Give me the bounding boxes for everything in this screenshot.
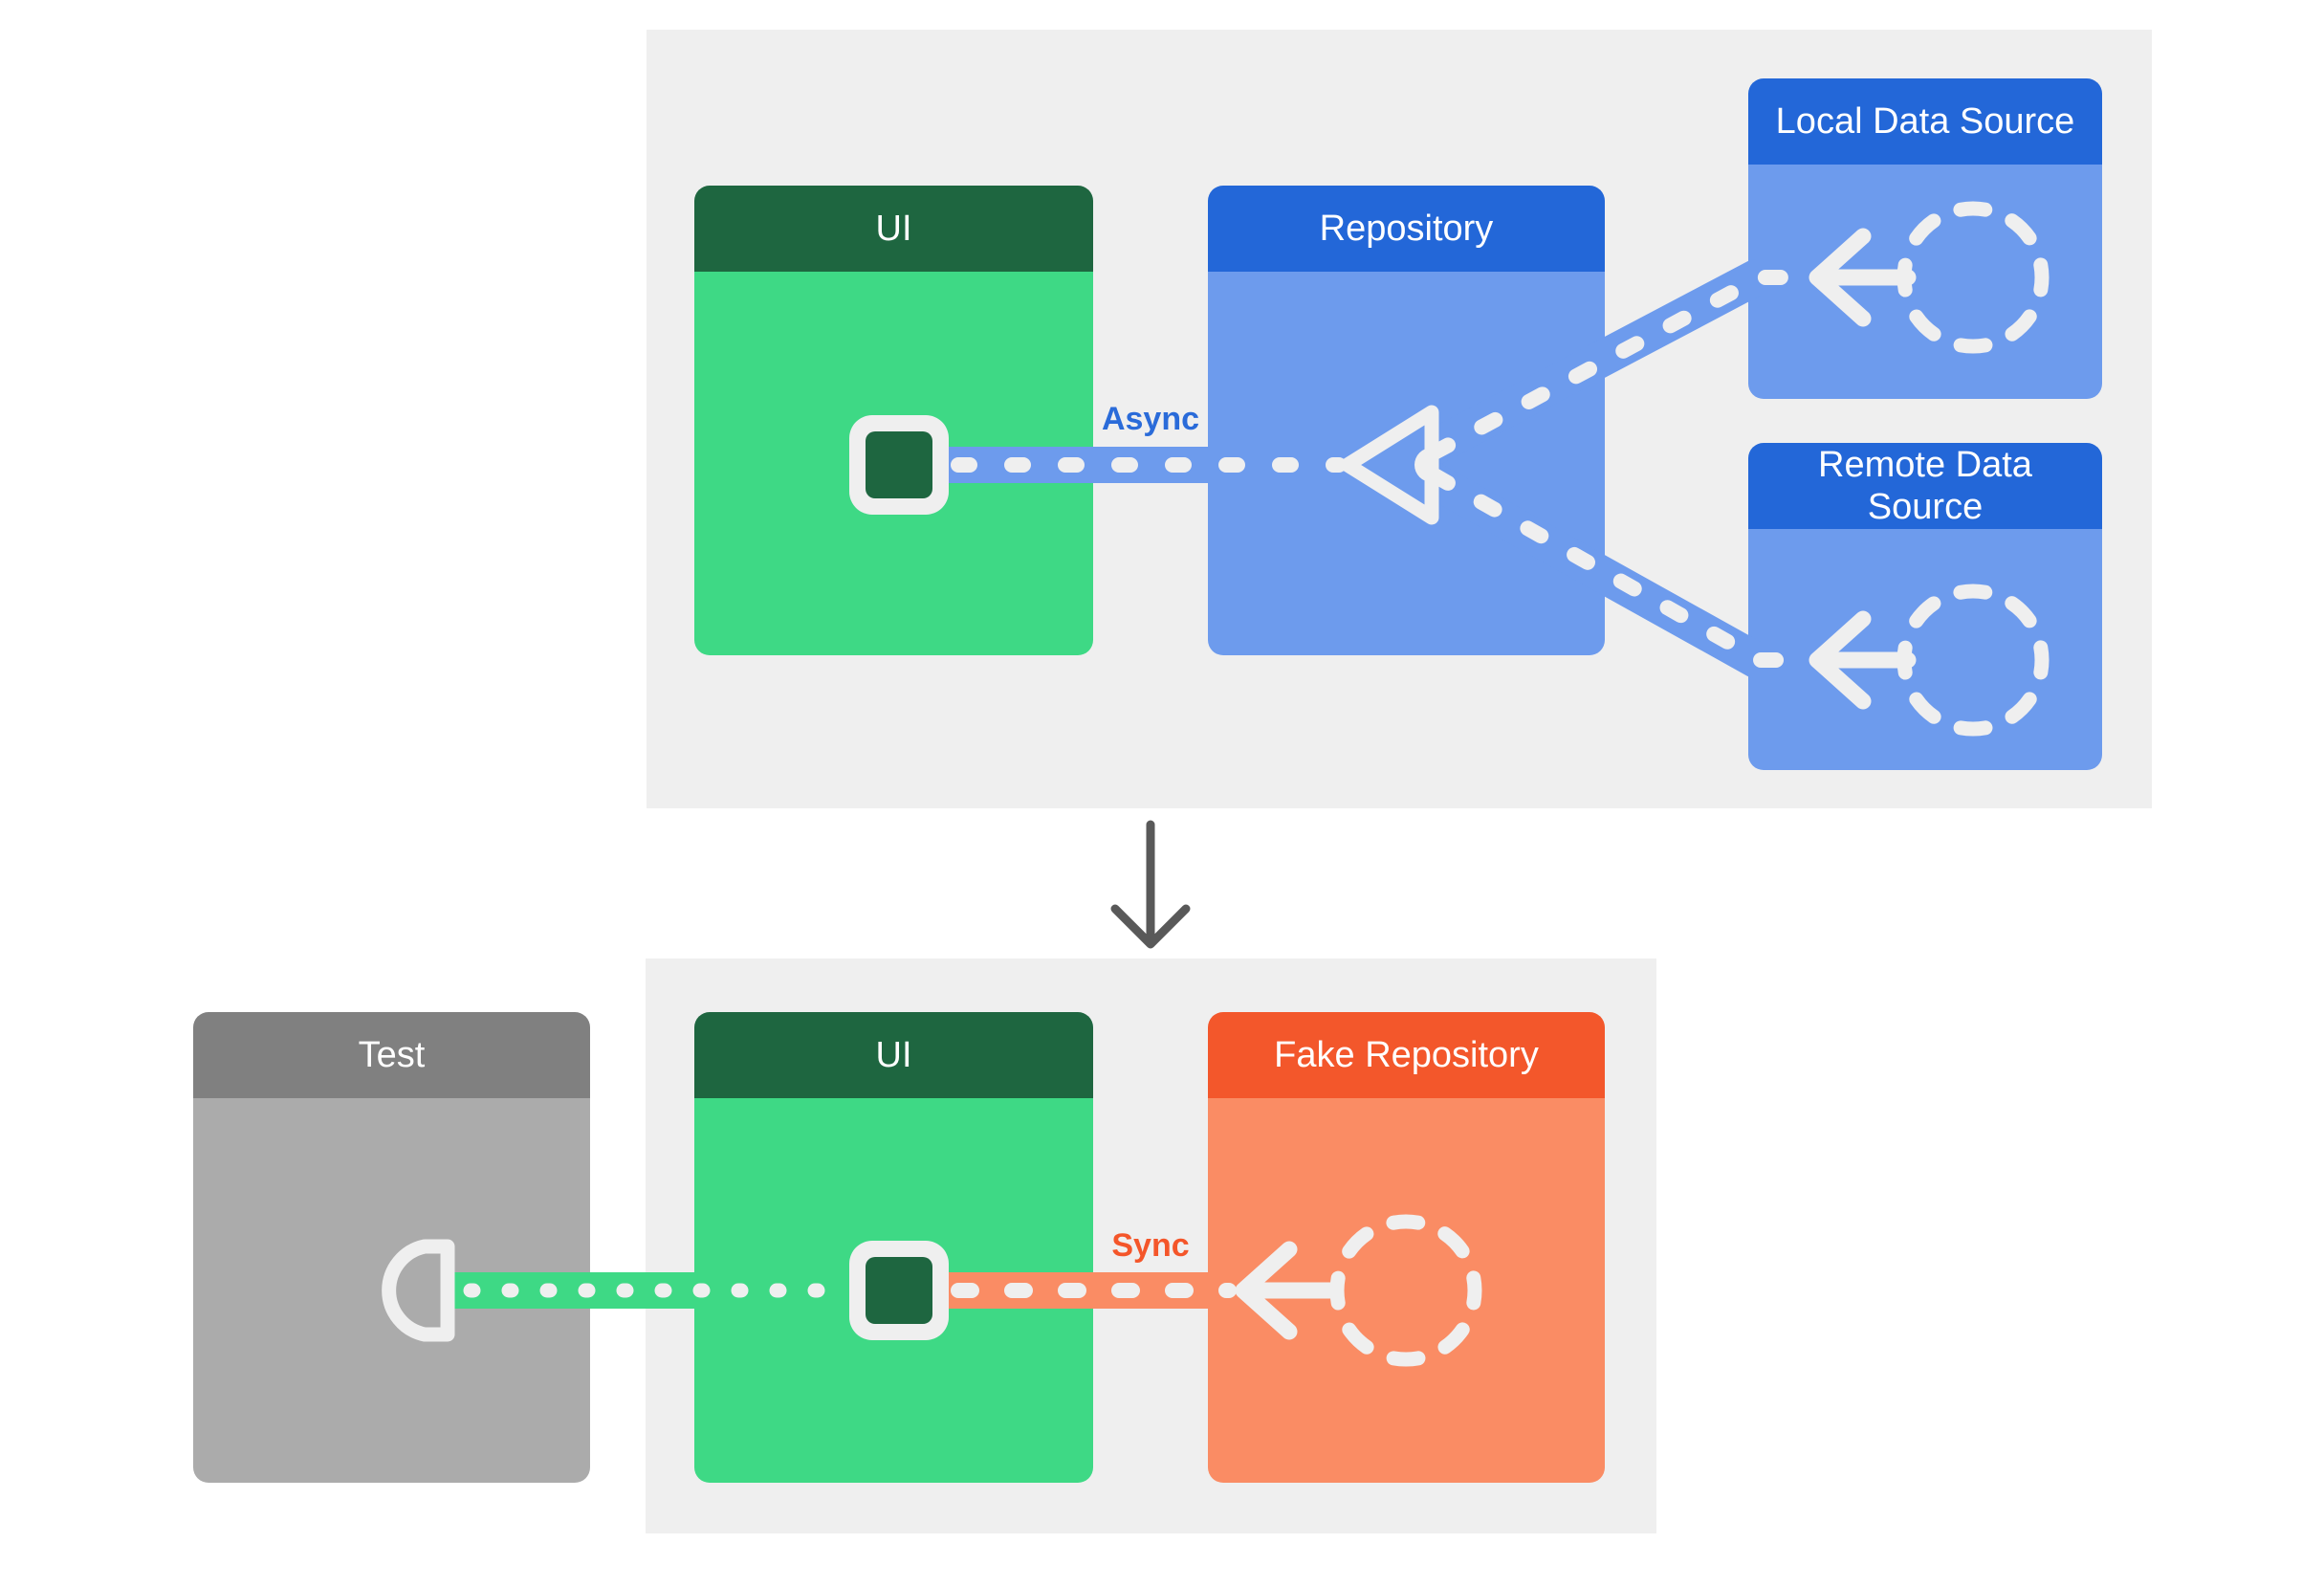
test-box-header: Test (193, 1012, 590, 1098)
fake-repository-box: Fake Repository (1208, 1012, 1605, 1483)
remote-data-source-body (1748, 529, 2102, 770)
test-box-body (193, 1098, 590, 1483)
async-connection-label: Async (1101, 401, 1200, 437)
remote-data-source-header: Remote Data Source (1748, 443, 2102, 529)
fake-repository-body (1208, 1098, 1605, 1483)
repository-box-body (1208, 272, 1605, 655)
fake-repository-header: Fake Repository (1208, 1012, 1605, 1098)
repository-box-header: Repository (1208, 186, 1605, 272)
remote-data-source-title: Remote Data Source (1818, 445, 2032, 527)
sync-connection-label: Sync (1111, 1227, 1190, 1264)
test-box-title: Test (358, 1035, 426, 1075)
ui-box-production: UI (694, 186, 1093, 655)
ui-box-title: UI (875, 209, 912, 249)
remote-data-source-box: Remote Data Source (1748, 443, 2102, 770)
local-data-source-body (1748, 165, 2102, 399)
ui-box-test-title: UI (875, 1035, 912, 1075)
ui-box-body (694, 272, 1093, 655)
local-data-source-box: Local Data Source (1748, 78, 2102, 399)
repository-box: Repository (1208, 186, 1605, 655)
local-data-source-title: Local Data Source (1775, 101, 2075, 142)
ui-box-header: UI (694, 186, 1093, 272)
repository-box-title: Repository (1319, 209, 1494, 249)
ui-box-test-header: UI (694, 1012, 1093, 1098)
ui-box-test-body (694, 1098, 1093, 1483)
local-data-source-header: Local Data Source (1748, 78, 2102, 165)
flow-down-arrow-icon (1110, 820, 1191, 949)
test-box: Test (193, 1012, 590, 1483)
fake-repository-title: Fake Repository (1274, 1035, 1539, 1075)
ui-box-test: UI (694, 1012, 1093, 1483)
